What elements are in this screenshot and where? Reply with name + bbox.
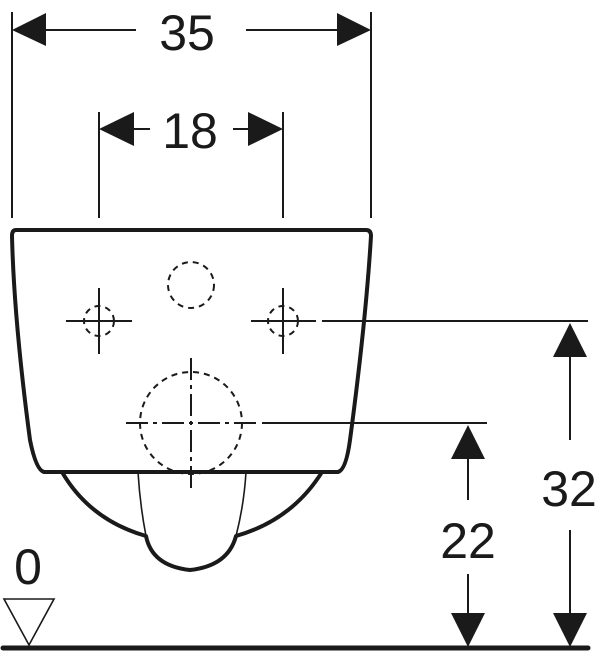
level-triangle-icon	[2, 598, 56, 647]
overall-width-dimension: 35	[11, 5, 372, 218]
arrow-up-icon	[451, 425, 485, 459]
fixing-height-label: 32	[541, 461, 597, 517]
outlet-height-label: 22	[440, 513, 496, 569]
floor-reference: 0	[0, 539, 591, 651]
arrow-right-icon	[248, 112, 283, 146]
arrow-up-icon	[553, 323, 587, 357]
arrow-down-icon	[451, 613, 485, 647]
arrow-right-icon	[337, 13, 371, 46]
arrow-left-icon	[12, 13, 46, 46]
wc-body	[10, 228, 373, 572]
hidden-features	[66, 261, 316, 488]
trap-line-right	[235, 471, 247, 537]
arrow-left-icon	[99, 112, 134, 146]
water-inlet-circle	[167, 261, 215, 309]
floor-level-label: 0	[14, 539, 42, 595]
trap-line-left	[137, 471, 147, 537]
bowl-outline	[60, 470, 324, 572]
outlet-height-dimension: 22	[262, 422, 496, 647]
fixing-spacing-label: 18	[162, 103, 218, 159]
fixing-spacing-dimension: 18	[98, 103, 284, 218]
overall-width-label: 35	[159, 5, 215, 61]
arrow-down-icon	[553, 613, 587, 647]
fixing-height-dimension: 32	[322, 320, 597, 647]
